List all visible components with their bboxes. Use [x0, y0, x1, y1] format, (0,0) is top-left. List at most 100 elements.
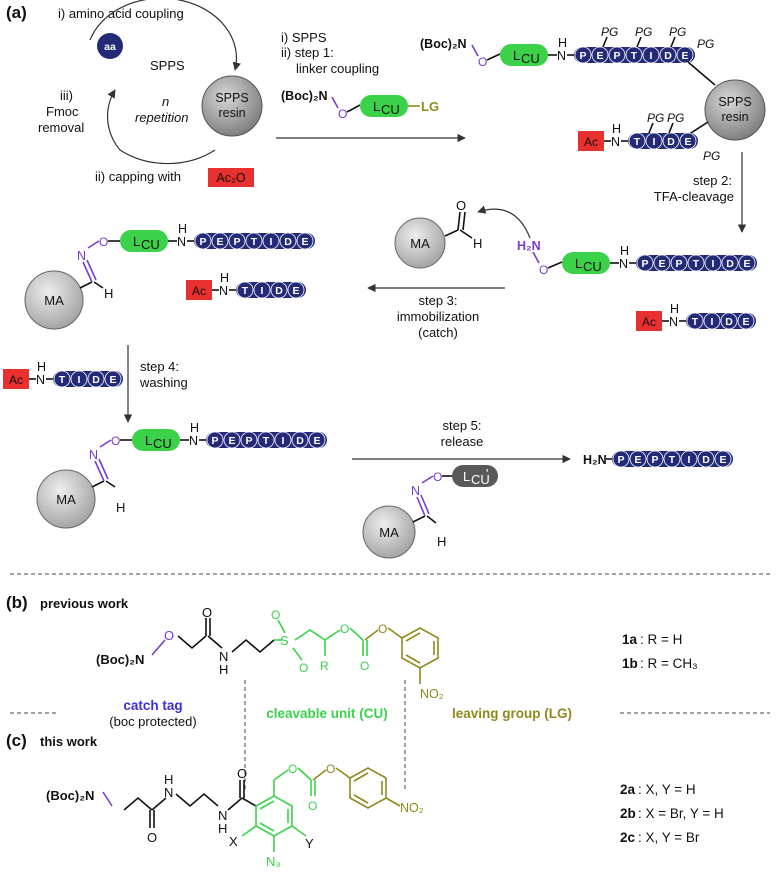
r-lcu-prime-l: L	[463, 469, 470, 484]
peptide-bead	[663, 450, 681, 468]
step1-lcu-sub: CU	[381, 102, 400, 117]
peptide-bead	[714, 450, 732, 468]
w-cn1	[94, 460, 105, 482]
imm-ch	[93, 281, 104, 289]
step1-line1: i) SPPS	[281, 30, 327, 45]
peptide-bead-letter: E	[684, 136, 691, 148]
c-amide2-n: N	[218, 808, 227, 823]
peptide-bead	[53, 370, 71, 388]
cl-lcu-sub: CU	[583, 259, 602, 274]
peptide-bead	[608, 46, 626, 64]
compound-2-structure: (Boc)₂N O N H N H O X Y N₃ O O O	[46, 762, 424, 869]
panel-b-label: (b)	[6, 593, 28, 612]
pg-bond	[668, 122, 674, 134]
peptide-bead-letter: D	[296, 435, 304, 447]
peptide-bead	[703, 312, 721, 330]
c-ar-db1	[353, 772, 369, 782]
peptide-bead-letter: D	[275, 285, 283, 297]
imm-lcu	[120, 230, 168, 252]
rp-boc: (Boc)₂N	[420, 37, 467, 51]
c-o-c	[297, 767, 312, 781]
peptide-bead-letter: P	[675, 258, 682, 270]
panel-c-title: this work	[40, 734, 98, 749]
b-chain1	[177, 635, 207, 650]
w-lcu-sub: CU	[153, 436, 172, 451]
c-amide2-h: H	[218, 821, 227, 836]
cl-h: H	[620, 244, 629, 258]
pg-label: PG	[667, 111, 684, 125]
peptide-bead-letter: P	[245, 435, 252, 447]
c-bond-no2	[385, 797, 401, 807]
peptide-bead-letter: T	[631, 50, 638, 62]
imm-ac-text: Ac	[192, 284, 206, 298]
peptide-bead	[206, 431, 224, 449]
c-chain2	[175, 792, 219, 808]
b-amide-h: H	[219, 662, 228, 677]
ma-ald-h: H	[473, 236, 482, 251]
pg-label: PG	[697, 37, 714, 51]
peptide-bead-letter: D	[726, 258, 734, 270]
peptide-bead-letter: T	[263, 435, 270, 447]
peptide-bead	[223, 431, 241, 449]
ma-ald-co1	[457, 211, 461, 231]
peptide-bead	[228, 232, 246, 250]
peptide-bead-letter: E	[228, 435, 235, 447]
peptide-bead-letter: T	[634, 136, 641, 148]
b-ring-db1	[405, 632, 421, 642]
peptide-bead	[628, 132, 646, 150]
cycle-iii-3: removal	[38, 120, 84, 135]
cycle-step-i: i) amino acid coupling	[58, 6, 184, 21]
cycle-arrow-top	[89, 0, 241, 71]
peptide-bead-letter: P	[233, 236, 240, 248]
cl-o: O	[539, 263, 548, 277]
peptide-bead-letter: E	[634, 454, 641, 466]
b-chain2	[231, 638, 275, 654]
r-lcu-prime-mark: '	[486, 466, 488, 481]
rp-h: H	[558, 36, 567, 50]
cpd-2a-desc: : X, Y = H	[638, 782, 696, 797]
r-o: O	[433, 470, 442, 484]
peptide-bead-letter: D	[284, 236, 292, 248]
cl-ac-text: Ac	[642, 315, 656, 329]
b-c-o	[364, 629, 379, 641]
peptide-bead	[679, 132, 697, 150]
imm-cn1	[82, 261, 93, 283]
peptide-bead	[308, 431, 326, 449]
spps-resin-1	[201, 75, 263, 137]
b-so-o1: O	[271, 608, 280, 622]
rp-tide-h: H	[612, 122, 621, 136]
peptide-bead	[270, 281, 288, 299]
imm-h: H	[104, 286, 113, 301]
peptide-bead	[642, 46, 660, 64]
peptide-bead	[291, 431, 309, 449]
peptide-bead-letter: D	[702, 454, 710, 466]
panel-a-label: (a)	[6, 3, 27, 22]
rp-bond-resin-top	[687, 61, 716, 86]
cycle-capping: ii) capping with	[95, 169, 181, 184]
ma-ald-ch	[459, 229, 473, 239]
b-o-ar	[387, 627, 403, 639]
rp-bond-no	[471, 44, 479, 57]
peptide-bead-letter: T	[59, 374, 66, 386]
panel-b-title: previous work	[40, 596, 129, 611]
c-o-ar	[335, 767, 351, 779]
b-r: R	[320, 659, 329, 673]
peptide-bead	[287, 281, 305, 299]
cycle-iii-1: iii)	[60, 88, 73, 103]
imm-ac-box	[186, 280, 212, 300]
imm-nh-n: N	[177, 235, 186, 249]
cycle-arrow-left	[106, 89, 121, 151]
peptide-bead	[662, 132, 680, 150]
cpd-2b-desc: : X = Br, Y = H	[638, 806, 724, 821]
peptide-bead	[697, 450, 715, 468]
ma-ald-bond1	[444, 229, 459, 237]
peptide-bead-letter: D	[667, 136, 675, 148]
cpd-2c-desc: : X, Y = Br	[638, 830, 700, 845]
peptide-bead-letter: I	[78, 374, 81, 386]
step1-o: O	[338, 107, 347, 121]
